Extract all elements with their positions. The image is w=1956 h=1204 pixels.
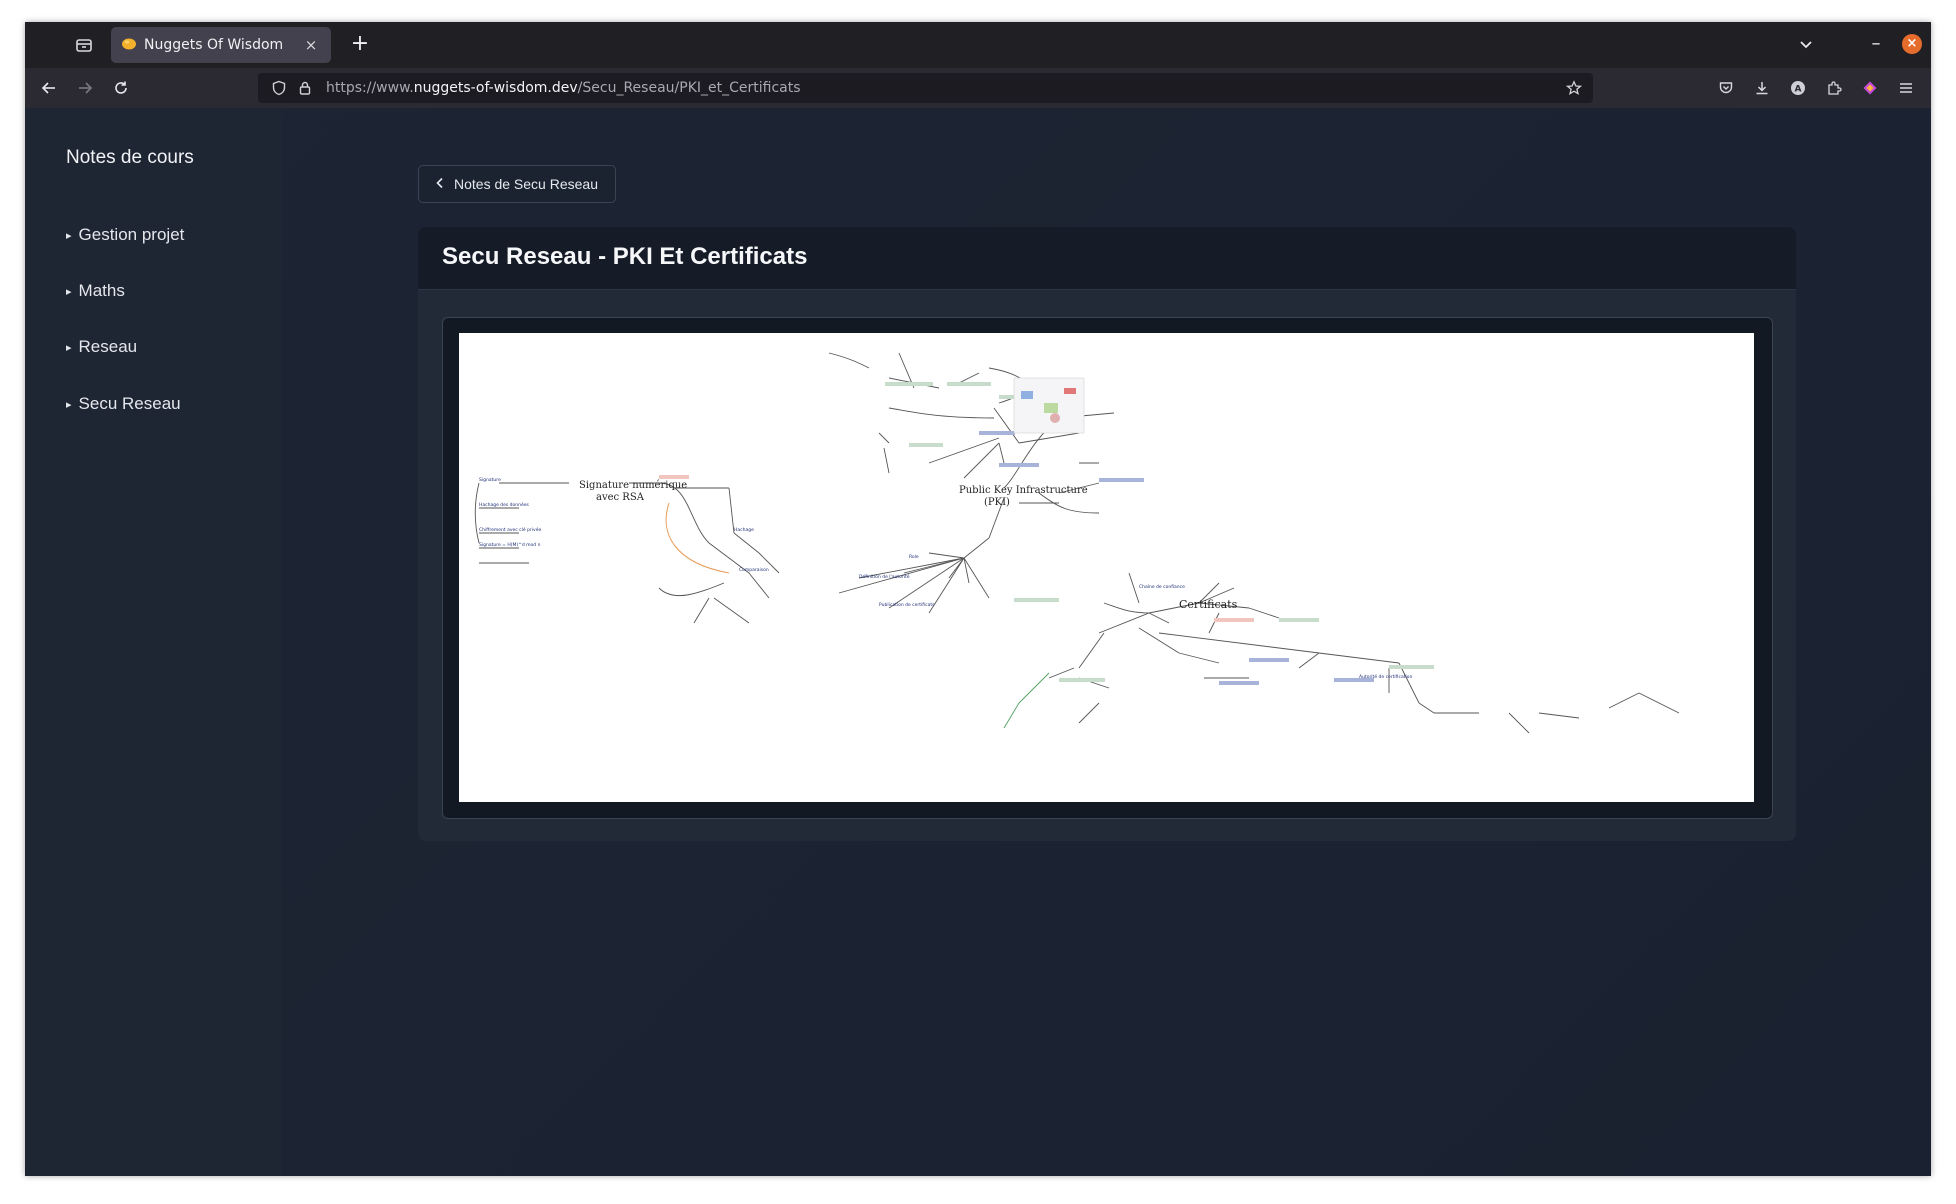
sidebar: Notes de cours ▸ Gestion projet ▸ Maths …	[25, 108, 282, 1176]
chevron-left-icon	[436, 177, 444, 192]
pocket-icon[interactable]	[1715, 77, 1737, 99]
download-icon[interactable]	[1751, 77, 1773, 99]
triangle-right-icon: ▸	[66, 285, 72, 298]
svg-text:Publication de certificats: Publication de certificats	[879, 602, 935, 608]
browser-window: Nuggets Of Wisdom × + – × https://www.nu…	[25, 22, 1931, 1176]
sidebar-item-gestion-projet[interactable]: ▸ Gestion projet	[66, 225, 184, 245]
extensions-icon[interactable]	[1823, 77, 1845, 99]
back-button-label: Notes de Secu Reseau	[454, 176, 598, 192]
url-prefix: https://www.	[326, 80, 414, 96]
triangle-right-icon: ▸	[66, 398, 72, 411]
minimize-icon[interactable]: –	[1871, 33, 1881, 54]
navigation-toolbar: https://www.nuggets-of-wisdom.dev/Secu_R…	[25, 68, 1931, 108]
forward-icon[interactable]	[72, 75, 98, 101]
url-text: https://www.nuggets-of-wisdom.dev/Secu_R…	[326, 80, 801, 96]
svg-text:Public Key Infrastructure: Public Key Infrastructure	[959, 485, 1088, 496]
svg-text:Autorité de certification: Autorité de certification	[1359, 673, 1413, 680]
shield-icon[interactable]	[268, 77, 290, 99]
sidebar-item-label: Maths	[78, 281, 125, 300]
triangle-right-icon: ▸	[66, 229, 72, 242]
svg-text:Comparaison: Comparaison	[739, 567, 769, 573]
sidebar-item-label: Secu Reseau	[78, 394, 181, 413]
extension-icon[interactable]	[1859, 77, 1881, 99]
chevron-down-icon[interactable]	[1793, 32, 1819, 58]
note-card: Secu Reseau - PKI Et Certificats	[418, 227, 1796, 841]
close-icon[interactable]: ×	[1902, 34, 1922, 54]
svg-text:Définition de l'autorité: Définition de l'autorité	[859, 573, 910, 580]
new-tab-button[interactable]: +	[350, 31, 370, 56]
url-host: nuggets-of-wisdom.dev	[413, 80, 578, 96]
lock-icon[interactable]	[294, 77, 316, 99]
page-content: Notes de cours ▸ Gestion projet ▸ Maths …	[25, 108, 1931, 1176]
back-icon[interactable]	[36, 75, 62, 101]
account-icon[interactable]: A	[1787, 77, 1809, 99]
svg-text:avec RSA: avec RSA	[596, 492, 645, 503]
sidebar-item-maths[interactable]: ▸ Maths	[66, 281, 125, 301]
svg-text:A: A	[1795, 85, 1802, 95]
back-to-notes-button[interactable]: Notes de Secu Reseau	[418, 165, 616, 203]
triangle-right-icon: ▸	[66, 341, 72, 354]
svg-text:Signature numérique: Signature numérique	[579, 480, 687, 491]
tab-close-icon[interactable]: ×	[304, 36, 318, 54]
svg-text:Chaîne de confiance: Chaîne de confiance	[1139, 583, 1185, 590]
svg-text:Signature: Signature	[479, 477, 501, 483]
mindmap-image[interactable]: Signature numérique avec RSA Public Key …	[459, 333, 1754, 802]
mindmap-drawing: Signature numérique avec RSA Public Key …	[474, 352, 1680, 734]
tab-strip: Nuggets Of Wisdom × + – ×	[25, 22, 1931, 68]
tab-title: Nuggets Of Wisdom	[144, 37, 284, 53]
image-frame: Signature numérique avec RSA Public Key …	[442, 317, 1773, 819]
url-path: /Secu_Reseau/PKI_et_Certificats	[577, 80, 801, 96]
sidebar-item-secu-reseau[interactable]: ▸ Secu Reseau	[66, 394, 181, 414]
tab-overview-icon[interactable]	[70, 32, 98, 58]
sidebar-item-reseau[interactable]: ▸ Reseau	[66, 337, 137, 357]
svg-text:Certificats: Certificats	[1179, 598, 1238, 611]
sidebar-item-label: Gestion projet	[78, 225, 185, 244]
svg-text:Role: Role	[909, 554, 919, 560]
svg-text:(PKI): (PKI)	[984, 497, 1010, 508]
nugget-favicon	[121, 35, 139, 55]
sidebar-title: Notes de cours	[66, 147, 194, 168]
svg-text:Hachage: Hachage	[734, 527, 754, 533]
url-bar[interactable]: https://www.nuggets-of-wisdom.dev/Secu_R…	[258, 73, 1593, 103]
svg-text:Signature = H(M)^d mod n: Signature = H(M)^d mod n	[479, 542, 541, 548]
active-tab[interactable]: Nuggets Of Wisdom ×	[111, 27, 331, 63]
svg-text:Chiffrement avec clé privée: Chiffrement avec clé privée	[479, 526, 541, 533]
card-header: Secu Reseau - PKI Et Certificats	[418, 227, 1796, 290]
sidebar-item-label: Reseau	[78, 337, 138, 356]
svg-text:Hachage des données: Hachage des données	[479, 501, 530, 508]
page-title: Secu Reseau - PKI Et Certificats	[442, 243, 808, 270]
star-icon[interactable]	[1563, 77, 1585, 99]
menu-icon[interactable]	[1895, 77, 1917, 99]
reload-icon[interactable]	[108, 75, 134, 101]
